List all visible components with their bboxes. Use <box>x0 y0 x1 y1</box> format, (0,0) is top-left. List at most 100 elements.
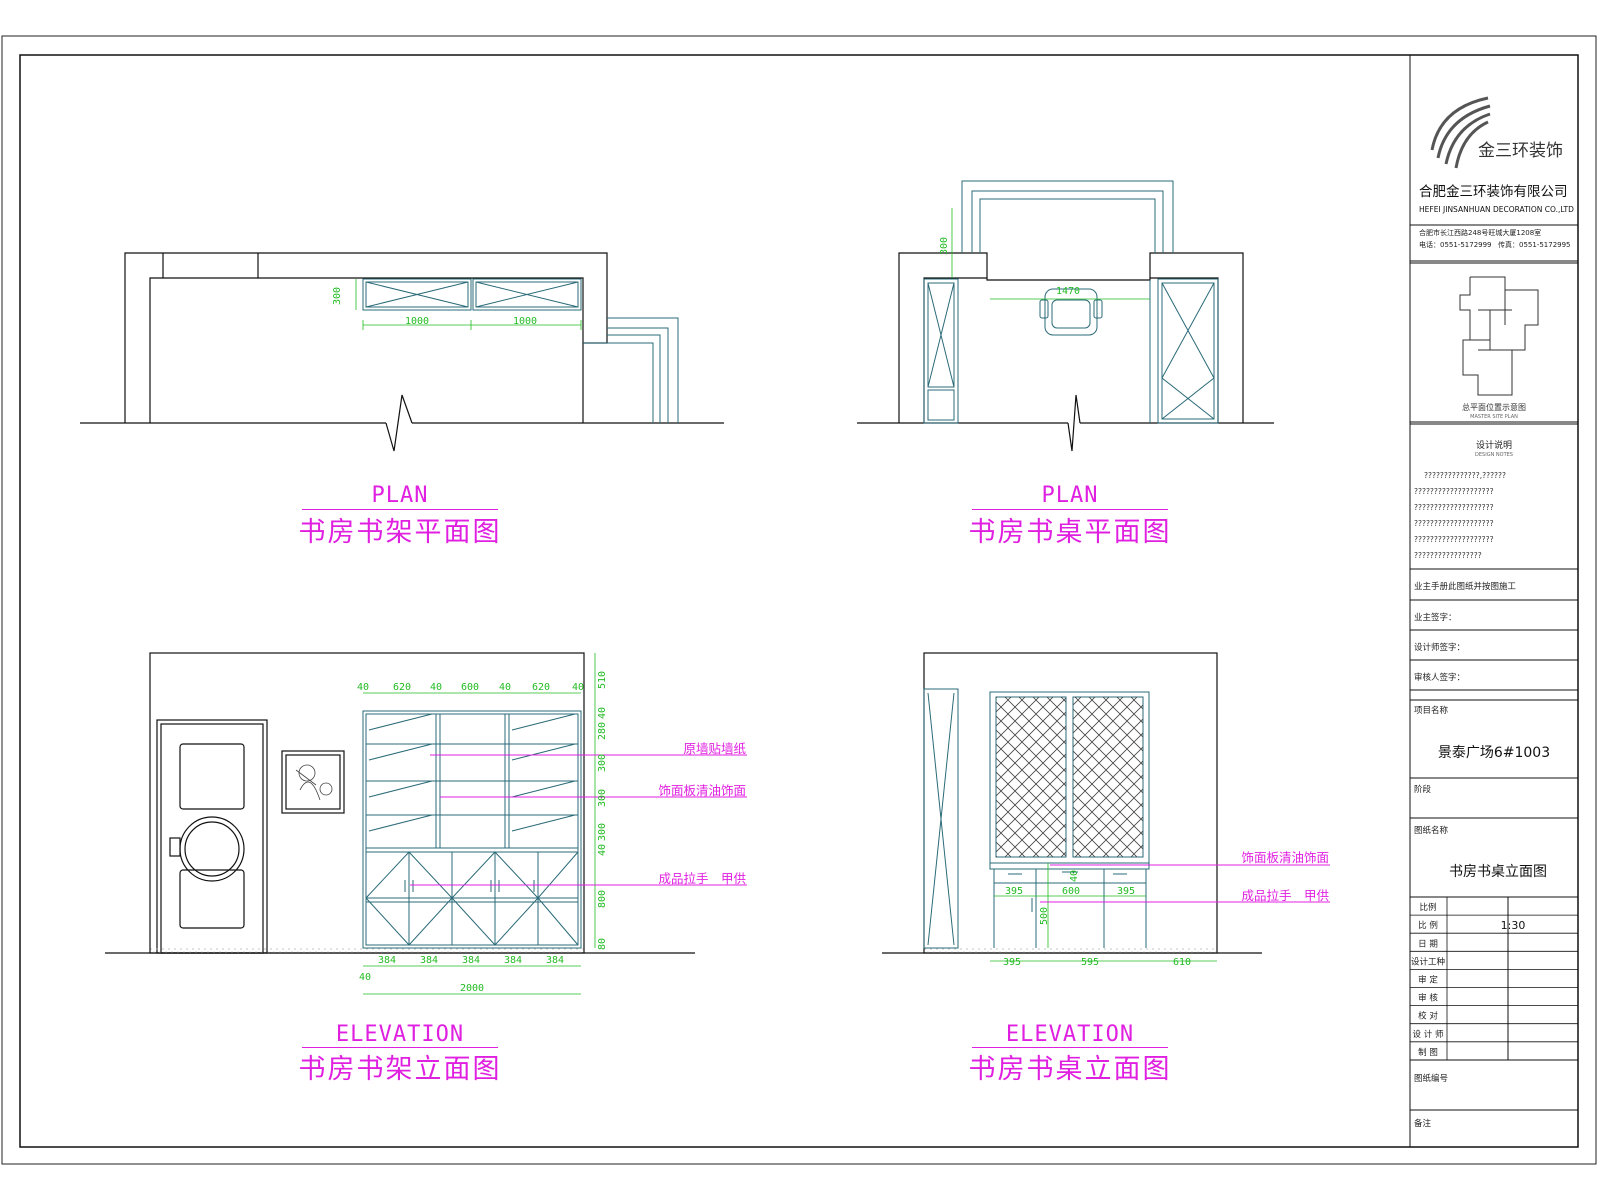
row-label: 审 定 <box>1418 975 1438 986</box>
sign-designer: 设计师签字： <box>1414 642 1465 653</box>
dim-label: 384 <box>420 955 438 966</box>
drawing-name: 书房书桌立面图 <box>1449 864 1547 880</box>
company-name-cn: 合肥金三环装饰有限公司 <box>1419 184 1568 200</box>
company-phone: 电话：0551-5172999 <box>1419 240 1492 249</box>
dim-label: 40 <box>597 844 608 856</box>
dim-label: 40 <box>1069 870 1080 882</box>
row-label: 设 计 师 <box>1413 1029 1444 1040</box>
view-title-en: PLAN <box>1041 483 1099 508</box>
title-underline <box>972 509 1168 510</box>
view-title-en: ELEVATION <box>335 1022 465 1047</box>
dim-label: 384 <box>504 955 522 966</box>
callout-handle: 成品拉手 甲供 <box>1241 888 1329 903</box>
company-logo <box>1430 96 1491 169</box>
dim-label: 500 <box>1039 907 1050 925</box>
inner-border <box>19 54 1579 1148</box>
dim-label: 300 <box>597 789 608 807</box>
dim-label: 620 <box>393 682 411 693</box>
title-block-frame <box>1409 54 1579 1147</box>
view-title-cn: 书房书桌平面图 <box>968 517 1172 548</box>
dim-label: 395 <box>1117 886 1135 897</box>
desk-plan-cabinets <box>923 180 1219 424</box>
desk-bottom-dims: 395 595 610 <box>1003 957 1191 968</box>
company-name-en: HEFEI JINSANHUAN DECORATION CO.,LTD <box>1419 205 1574 214</box>
callout-handle: 成品拉手 甲供 <box>658 871 746 886</box>
notes-line: ???????????????????? <box>1414 503 1494 512</box>
dim-label: 384 <box>546 955 564 966</box>
bookshelf-plan-cabinets <box>362 278 679 423</box>
scope-label: 阶段 <box>1414 784 1432 795</box>
confirm-line: 业主手册此图纸并按图施工 <box>1414 581 1517 592</box>
dim-label: 800 <box>597 890 608 908</box>
dim-label: 595 <box>1081 957 1099 968</box>
notes-line: ???????????????????? <box>1414 535 1494 544</box>
floor-hatch <box>150 947 584 953</box>
bookshelf-elevation-leaders <box>410 754 747 886</box>
view-title-en: ELEVATION <box>1005 1022 1135 1047</box>
dim-label: 40 <box>597 707 608 719</box>
keyplan-caption: 总平面位置示意图 <box>1462 402 1526 412</box>
notes-line: ??????????????,?????? <box>1424 471 1506 480</box>
keyplan-caption-en: MASTER SITE PLAN <box>1470 414 1518 420</box>
callout-veneer: 饰面板清油饰面 <box>1241 850 1329 865</box>
key-plan-sketch <box>1459 276 1539 396</box>
row-label: 比例 <box>1419 902 1436 913</box>
dim-label: 300 <box>597 754 608 772</box>
sign-owner: 业主签字： <box>1414 612 1457 623</box>
row-label: 日 期 <box>1418 939 1438 949</box>
floor-hatch <box>924 947 1217 953</box>
dim-label: 610 <box>1173 957 1191 968</box>
dim-label: 384 <box>378 955 396 966</box>
desk-plan-dims <box>951 208 1150 300</box>
dim-label: 80 <box>597 938 608 950</box>
dim-label: 40 <box>430 682 442 693</box>
dim-label: 300 <box>939 237 950 255</box>
drawing-no-label: 图纸编号 <box>1414 1073 1448 1084</box>
logo-text: 金三环装饰 <box>1478 141 1563 161</box>
title-underline <box>302 1047 498 1048</box>
row-label: 设计工种 <box>1411 956 1445 967</box>
row-value: 1:30 <box>1501 919 1526 932</box>
dim-label: 620 <box>532 682 550 693</box>
notes-title-en: DESIGN NOTES <box>1475 452 1513 458</box>
project-name: 景泰广场6#1003 <box>1438 745 1550 761</box>
dim-label: 40 <box>499 682 511 693</box>
view-title-cn: 书房书架平面图 <box>298 517 502 548</box>
dim-label: 40 <box>357 682 369 693</box>
dim-label: 280 <box>597 722 608 740</box>
dim-label: 600 <box>461 682 479 693</box>
desk-plan-drawing <box>857 252 1274 452</box>
row-label: 校 对 <box>1418 1011 1438 1022</box>
dim-label: 300 <box>597 823 608 841</box>
bookshelf-elevation-cabinet <box>362 710 582 949</box>
dim-label: 384 <box>462 955 480 966</box>
notes-line: ???????????????????? <box>1414 487 1494 496</box>
bookshelf-right-dims: 510 40 280 300 300 300 40 800 80 <box>597 671 608 950</box>
dim-label: 300 <box>332 287 343 305</box>
view-title-cn: 书房书架立面图 <box>298 1054 502 1085</box>
bookshelf-plan-dims <box>355 279 582 330</box>
notes-line: ???????????????????? <box>1414 519 1494 528</box>
notes-line: ????????????????? <box>1414 551 1482 560</box>
drawing-label: 图纸名称 <box>1414 825 1449 836</box>
sign-reviewer: 审核人签字： <box>1414 672 1465 683</box>
wall-art-flower <box>295 764 333 801</box>
outer-border <box>1 35 1597 1165</box>
view-title-en: PLAN <box>371 483 429 508</box>
bookshelf-plan-drawing <box>80 252 724 452</box>
dim-label: 395 <box>1003 957 1021 968</box>
project-label: 项目名称 <box>1414 705 1449 716</box>
dim-label: 40 <box>359 972 371 983</box>
company-address: 合肥市长江西路248号旺城大厦1208室 <box>1419 228 1541 237</box>
callout-veneer: 饰面板清油饰面 <box>658 783 746 798</box>
desk-lattice-panel-left <box>996 697 1066 857</box>
dim-label: 1000 <box>513 316 537 327</box>
dim-label: 510 <box>597 671 608 689</box>
notes-title: 设计说明 <box>1476 439 1512 451</box>
callout-wallpaper: 原墙贴墙纸 <box>683 741 746 756</box>
bookshelf-elevation-dimlines <box>363 653 596 995</box>
